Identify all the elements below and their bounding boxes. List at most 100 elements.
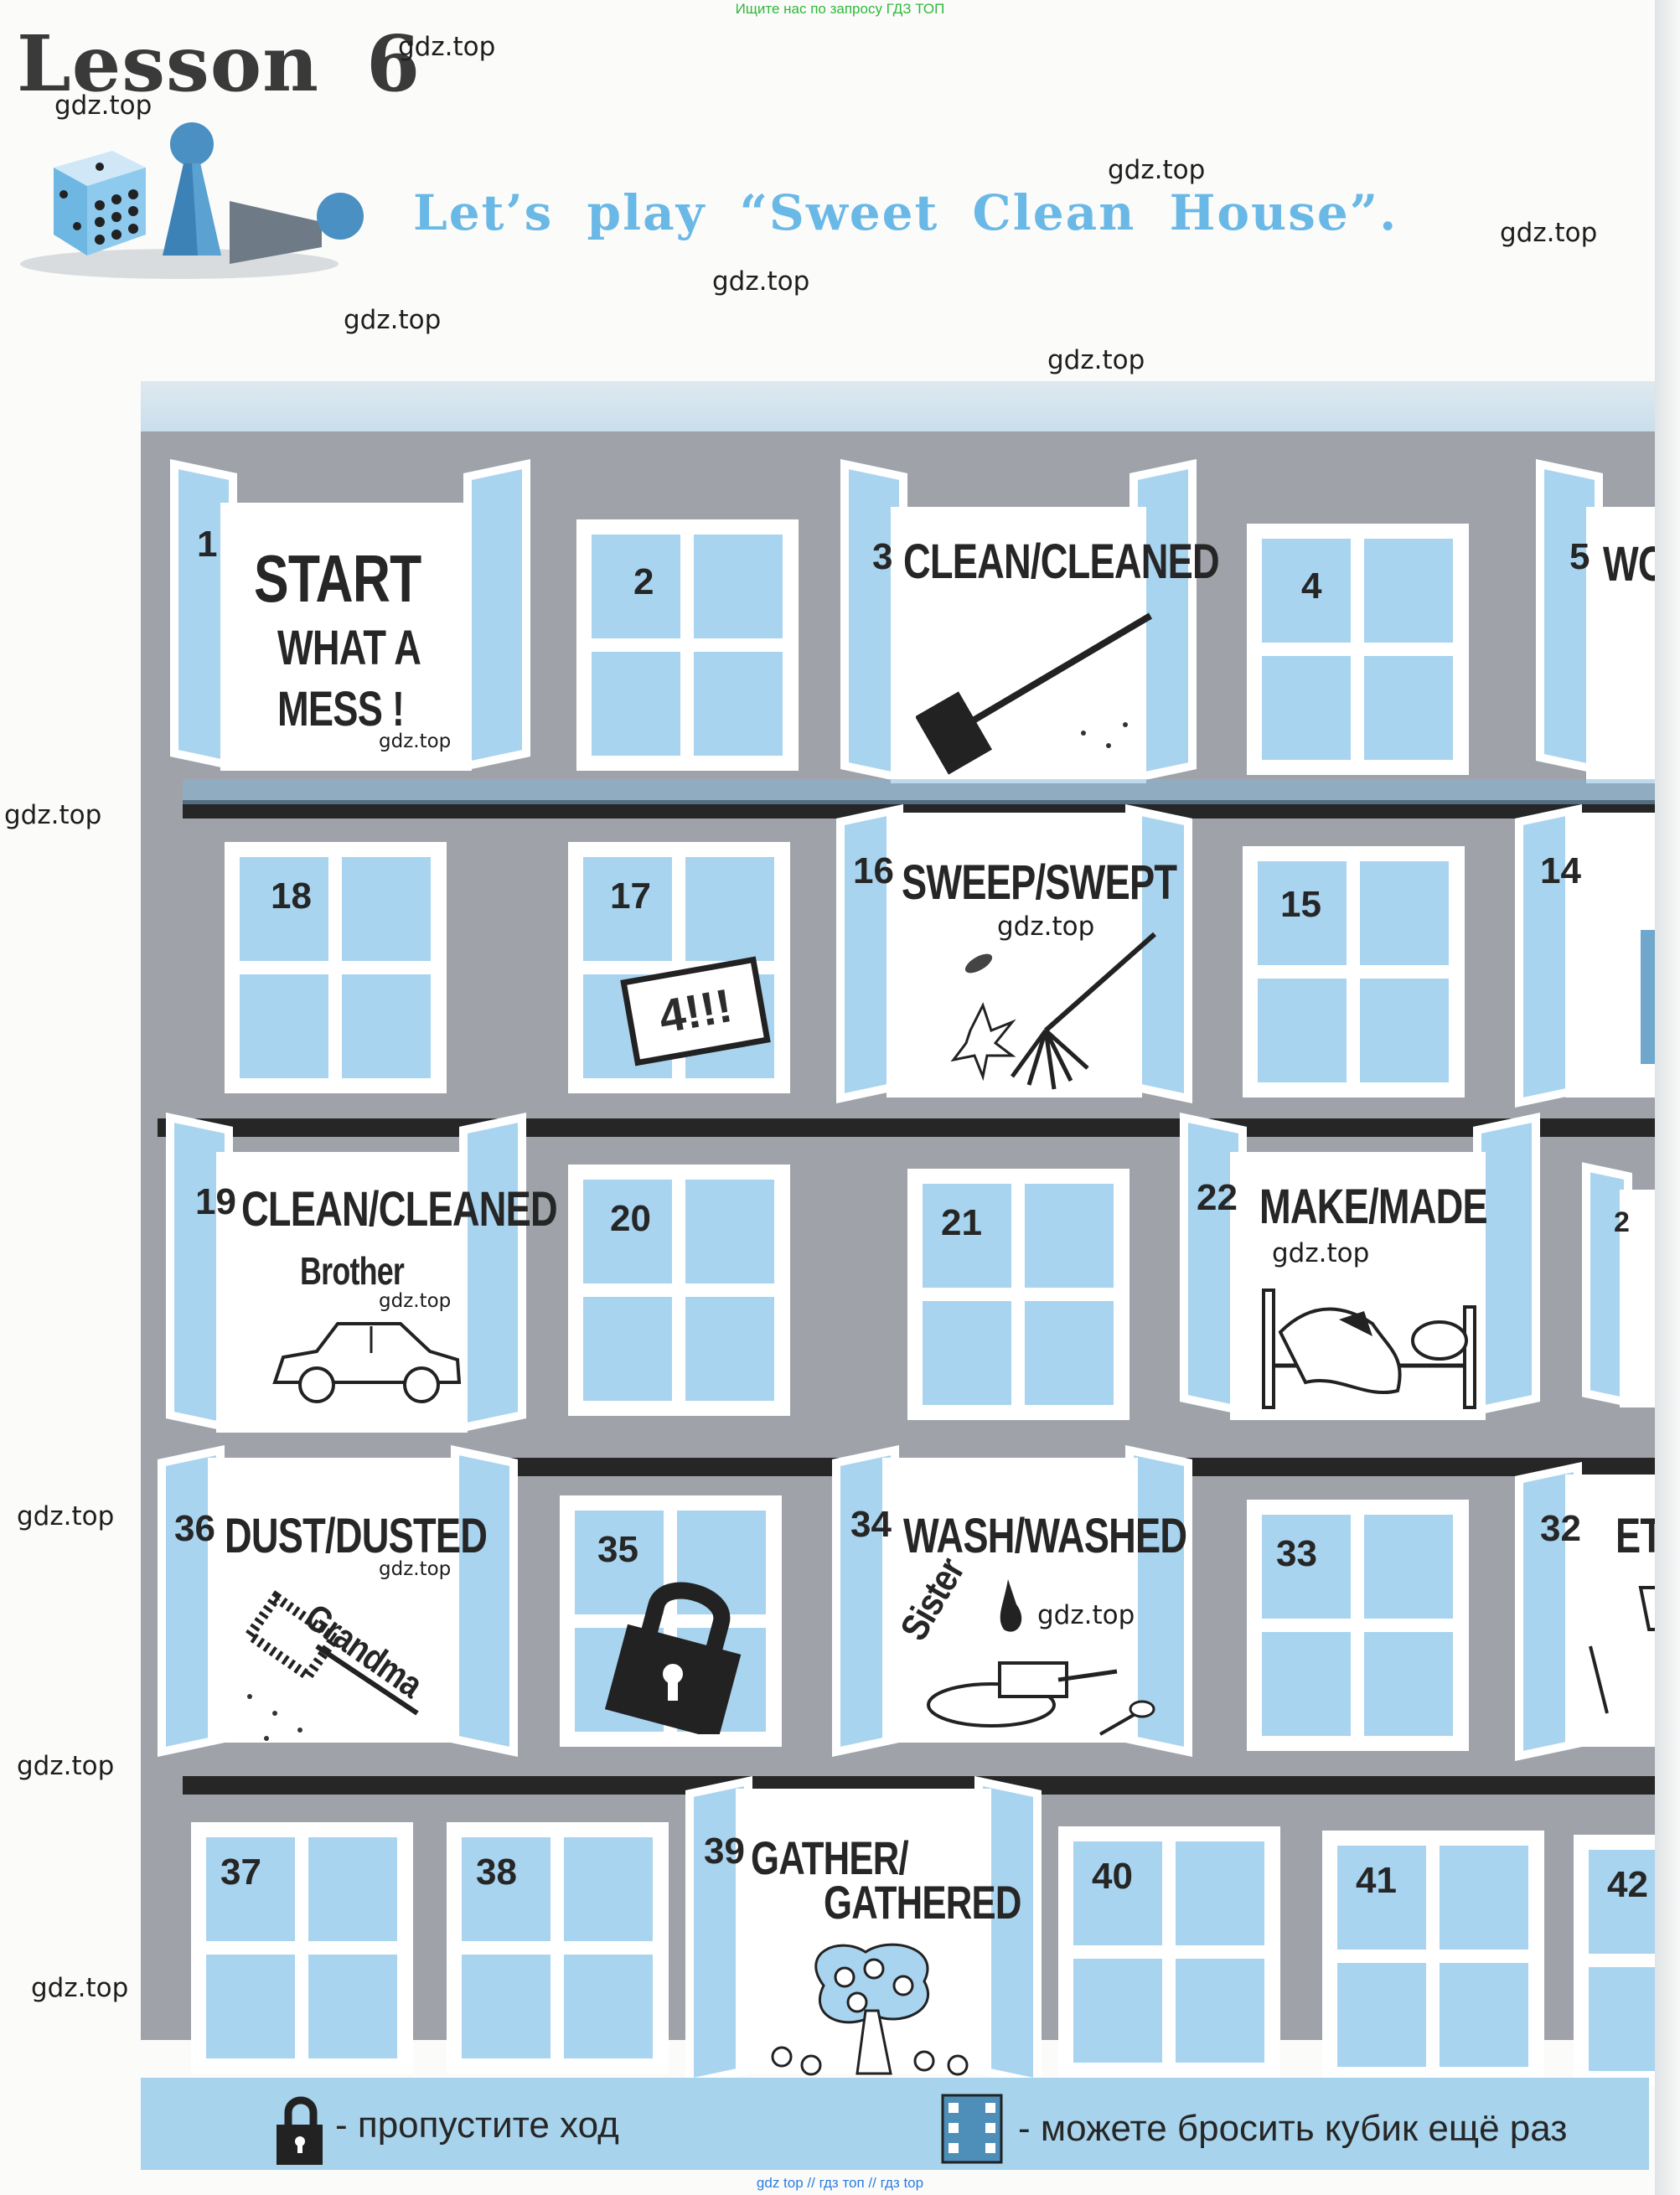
cell-15[interactable]: 15 [1243, 846, 1465, 1098]
watermark: gdz.top [1108, 155, 1206, 185]
cell-number: 36 [174, 1508, 215, 1549]
cell-verb: WASH/WASHED [903, 1509, 1187, 1563]
cell-number: 18 [271, 875, 312, 917]
cell-number: 38 [476, 1852, 517, 1893]
start-label: START [254, 541, 421, 616]
cell-number: 32 [1540, 1508, 1581, 1549]
watermark: gdz.top [344, 305, 442, 335]
watermark: gdz.top [398, 32, 496, 62]
cell-41[interactable]: 41 [1322, 1831, 1544, 2082]
legend-lock-text: - пропустите ход [335, 2105, 619, 2146]
cell-19-clean-brother[interactable]: 19 CLEAN/CLEANED Brother [166, 1112, 558, 1445]
padlock-legend-icon [277, 2096, 323, 2165]
cell-number: 37 [220, 1852, 261, 1893]
cell-verb-line1: GATHER/ [751, 1831, 909, 1884]
unmade-bed-icon [1262, 1289, 1476, 1409]
cell-number: 4 [1301, 566, 1322, 607]
cell-number: 16 [853, 850, 894, 891]
lesson-heading: Lesson 6 [17, 18, 421, 109]
cell-number: 19 [195, 1181, 236, 1222]
cell-number: 35 [597, 1529, 638, 1570]
cell-verb: MAKE/MADE [1259, 1180, 1488, 1234]
cell-person: Brother [300, 1249, 405, 1293]
cell-16-sweep[interactable]: 16 SWEEP/SWEPT [836, 804, 1197, 1106]
watermark: gdz.top [17, 1751, 115, 1781]
watermark: gdz.top [997, 912, 1095, 942]
cell-number: 1 [197, 524, 218, 565]
duster-icon [242, 1590, 419, 1741]
rake-icon [916, 612, 1153, 775]
cell-20[interactable]: 20 [568, 1165, 790, 1416]
cell-number: 34 [850, 1504, 892, 1545]
game-subtitle: Let’s play “Sweet Clean House”. [413, 184, 1398, 241]
watermark: gdz.top [379, 1290, 452, 1312]
watermark: gdz.top [1047, 345, 1145, 375]
cell-number: 3 [872, 536, 893, 577]
watermark: gdz.top [1037, 1600, 1135, 1630]
cell-number: 33 [1276, 1533, 1317, 1574]
cell-number: 22 [1197, 1177, 1238, 1218]
legend-dice-text: - можете бросить кубик ещё раз [1018, 2108, 1568, 2149]
pawn-standing-icon [163, 122, 221, 256]
cell-18[interactable]: 18 [225, 842, 447, 1093]
cell-verb: CLEAN/CLEANED [903, 535, 1220, 589]
page-edge [1655, 0, 1680, 2195]
cell-number: 2 [633, 561, 654, 602]
top-banner: Ищите нас по запросу ГДЗ ТОП [735, 1, 945, 17]
cell-number: 5 [1569, 536, 1590, 577]
floor-ledge-4 [183, 1776, 1680, 1795]
lesson-word: Lesson [17, 18, 320, 109]
cell-39-gather[interactable]: 39 GATHER/ GATHERED [685, 1776, 1046, 2089]
floor-ledge-2 [158, 1118, 1680, 1137]
watermark: gdz.top [4, 800, 102, 830]
start-line2: WHAT A [277, 621, 421, 675]
cell-number: 15 [1280, 884, 1321, 925]
cell-35-lock[interactable]: 35 [560, 1495, 782, 1747]
cell-21[interactable]: 21 [907, 1169, 1129, 1420]
cell-17[interactable]: 17 4!!! [568, 842, 790, 1093]
cell-number: 21 [941, 1202, 982, 1243]
cell-22-make[interactable]: 22 MAKE/MADE [1180, 1112, 1544, 1428]
cell-38[interactable]: 38 [447, 1822, 669, 2074]
dice-and-pawns-illustration [20, 122, 364, 279]
cell-2[interactable]: 2 [576, 519, 799, 771]
cell-number: 20 [610, 1198, 651, 1239]
watermark: gdz.top [31, 1973, 129, 2003]
cell-37[interactable]: 37 [191, 1822, 413, 2074]
game-board-building: 1 START WHAT A MESS ! 2 3 CLEAN/CLEANED … [141, 381, 1680, 2107]
cell-number: 2 [1614, 1206, 1630, 1238]
watermark: gdz.top [379, 731, 452, 752]
car-icon [272, 1322, 462, 1403]
cell-verb: SWEEP/SWEPT [902, 855, 1177, 910]
cell-4[interactable]: 4 [1247, 524, 1469, 775]
cell-34-wash-sister[interactable]: 34 WASH/WASHED Sister [832, 1445, 1201, 1759]
watermark: gdz.top [1272, 1238, 1370, 1268]
cell-number: 39 [704, 1831, 745, 1872]
cell-number: 41 [1356, 1860, 1397, 1901]
cell-verb: CLEAN/CLEANED [241, 1182, 558, 1237]
cell-40[interactable]: 40 [1058, 1826, 1280, 2078]
cell-1-start[interactable]: 1 START WHAT A MESS ! [170, 458, 539, 775]
cell-number: 42 [1607, 1864, 1648, 1905]
cell-verb: DUST/DUSTED [225, 1509, 488, 1563]
dice-icon [54, 151, 146, 256]
dice-legend-icon [941, 2094, 1003, 2164]
dishes-icon [927, 1579, 1155, 1736]
cell-number: 14 [1540, 850, 1581, 891]
floor-ledge-1 [183, 800, 1680, 819]
cell-3-clean[interactable]: 3 CLEAN/CLEANED [840, 458, 1220, 792]
cell-number: 40 [1092, 1856, 1133, 1897]
lesson-number: 6 [366, 18, 421, 109]
apple-tree-icon [771, 1943, 969, 2076]
broom-and-leaves-icon [950, 932, 1156, 1090]
cell-number: 17 [610, 875, 651, 917]
watermark: gdz.top [1500, 218, 1598, 248]
watermark: gdz.top [54, 90, 152, 121]
cell-36-dust-grandma[interactable]: 36 DUST/DUSTED Grandma [158, 1445, 526, 1764]
start-line3: MESS ! [277, 682, 405, 736]
watermark: gdz.top [379, 1558, 452, 1580]
padlock-icon [604, 1582, 742, 1734]
legend-bar [141, 2078, 1649, 2170]
cell-33[interactable]: 33 [1247, 1500, 1469, 1751]
bottom-banner: gdz top // гдз топ // гдз top [756, 2175, 924, 2191]
